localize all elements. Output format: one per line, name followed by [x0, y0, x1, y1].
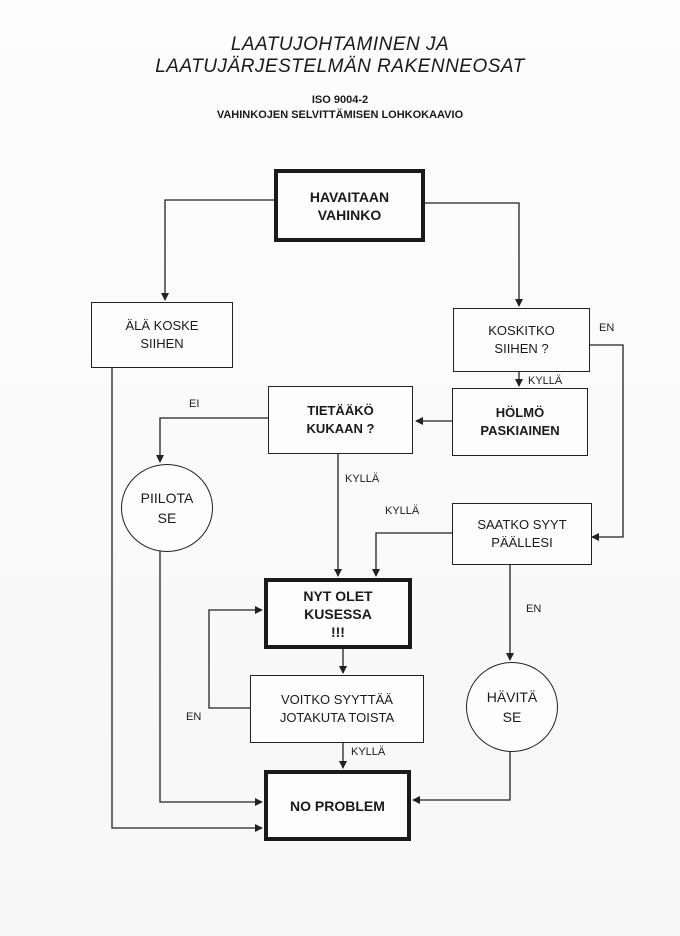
- node-piilota-se: PIILOTA SE: [121, 464, 213, 552]
- label-koskitko-kylla: KYLLÄ: [528, 375, 563, 387]
- subtitle-line-1: ISO 9004-2: [311, 94, 369, 106]
- edge-havaitaan-koskitko: [425, 202, 523, 307]
- label-tietaako-ei: EI: [189, 398, 200, 410]
- subtitle-line-2: VAHINKOJEN SELVITTÄMISEN LOHKOKAAVIO: [216, 109, 464, 121]
- label-voitko-kylla: KYLLÄ: [351, 746, 386, 758]
- label-voitko-en: EN: [186, 711, 202, 723]
- node-ala-koske-siihen: ÄLÄ KOSKE SIIHEN: [91, 302, 233, 368]
- edge-saatko-nyt-olet: [372, 532, 452, 577]
- edge-tietaako-piilota: [156, 417, 268, 463]
- label-koskitko-en: EN: [599, 322, 615, 334]
- title-line-1: LAATUJOHTAMINEN JA: [230, 34, 450, 55]
- edge-voitko-nyt-olet: [208, 606, 263, 709]
- node-nyt-olet-kusessa: NYT OLET KUSESSA !!!: [264, 578, 412, 649]
- edge-havaitaan-ala-koske: [161, 199, 274, 301]
- edge-ala-koske-no-problem: [111, 368, 263, 832]
- node-havaitaan-vahinko: HAVAITAAN VAHINKO: [274, 169, 425, 242]
- node-koskitko-siihen: KOSKITKO SIIHEN ?: [453, 308, 590, 372]
- title-line-2: LAATUJÄRJESTELMÄN RAKENNEOSAT: [155, 56, 525, 77]
- node-voitko-syyttaa: VOITKO SYYTTÄÄ JOTAKUTA TOISTA: [250, 675, 424, 743]
- edge-koskitko-saatko: [590, 344, 624, 541]
- label-saatko-kylla: KYLLÄ: [385, 505, 420, 517]
- label-tietaako-kylla: KYLLÄ: [345, 473, 380, 485]
- edge-havita-no-problem: [412, 752, 511, 804]
- node-saatko-syyt: SAATKO SYYT PÄÄLLESI: [452, 503, 592, 565]
- node-no-problem: NO PROBLEM: [264, 770, 411, 841]
- label-saatko-en: EN: [526, 603, 542, 615]
- node-tietaako-kukaan: TIETÄÄKÖ KUKAAN ?: [268, 386, 413, 454]
- node-havita-se: HÄVITÄ SE: [466, 662, 558, 752]
- node-holmo-paskiainen: HÖLMÖ PASKIAINEN: [452, 388, 588, 456]
- edge-piilota-no-problem: [159, 551, 263, 806]
